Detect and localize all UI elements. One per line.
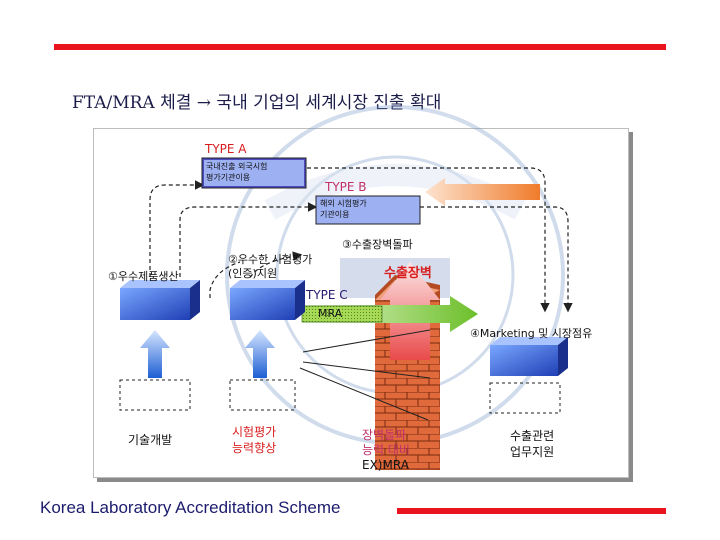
bottom-col4-line-2: 업무지원	[510, 445, 555, 459]
step2-label: ②우수한 시험평가 (인증)지원	[228, 253, 312, 281]
blue-up-arrow-1	[140, 330, 170, 378]
type-b-path-left	[179, 202, 318, 298]
page-title: FTA/MRA 체결 → 국내 기업의 세계시장 진출 확대	[72, 93, 442, 113]
dashed-box-1	[119, 379, 191, 411]
type-b-box	[315, 195, 421, 225]
bottom-col4: 수출관련 업무지원	[510, 428, 554, 460]
green-arrow	[302, 296, 478, 332]
dashed-box-2	[229, 379, 296, 411]
blue-box-3	[490, 337, 568, 376]
bottom-col3-line-1: 장벽돌파	[362, 428, 407, 442]
top-accent-bar	[54, 44, 666, 50]
bottom-col2-line-1: 시험평가	[232, 425, 277, 439]
mra-label: MRA	[318, 307, 343, 320]
type-a-path-left	[149, 180, 205, 298]
barrier-label: 수출장벽	[384, 266, 432, 281]
type-a-box-text: 국내진출 외국시험 평가기관이용	[206, 161, 267, 183]
step4-label: ④Marketing 및 시장점유	[470, 327, 593, 340]
type-b-box-line-2: 기관이용	[320, 210, 350, 219]
bottom-col1: 기술개발	[128, 433, 173, 447]
bottom-col2-line-2: 능력향상	[232, 441, 277, 455]
bottom-col3-line-2: 능력 대비	[362, 443, 410, 457]
blue-box-2	[230, 280, 305, 320]
link-line-1	[302, 329, 431, 353]
type-b-box-line-1: 해외 시험평가	[320, 199, 367, 208]
type-b-label: TYPE B	[325, 180, 367, 194]
step2-line-1: ②우수한 시험평가	[228, 253, 313, 266]
type-b-box-text: 해외 시험평가 기관이용	[320, 198, 367, 220]
step3-label: ③수출장벽돌파	[342, 238, 413, 251]
bottom-col3-line-3: EX)MRA	[362, 458, 409, 472]
type-a-box-line-2: 평가기관이용	[206, 173, 251, 182]
step1-label: ①우수제품생산	[108, 270, 179, 283]
blue-up-arrow-2	[245, 330, 275, 378]
footer-text: Korea Laboratory Accreditation Scheme	[40, 498, 341, 517]
bottom-col4-line-1: 수출관련	[510, 429, 555, 443]
bottom-col2: 시험평가 능력향상	[232, 424, 276, 456]
type-a-path-right	[307, 167, 550, 313]
link-line-3	[299, 367, 429, 421]
link-line-2	[302, 361, 431, 379]
bottom-accent-bar	[397, 508, 666, 514]
type-b-path-right	[420, 206, 573, 313]
bottom-col3: 장벽돌파 능력 대비 EX)MRA	[362, 428, 410, 473]
type-a-box-line-1: 국내진출 외국시험	[206, 162, 268, 171]
step2-path	[209, 261, 241, 298]
type-c-label: TYPE C	[306, 288, 348, 302]
type-a-label: TYPE A	[205, 142, 247, 156]
step2-line-2: (인증)지원	[228, 267, 278, 280]
blue-box-1	[120, 280, 200, 320]
dashed-box-3	[489, 382, 561, 414]
orange-arrow	[425, 178, 540, 206]
